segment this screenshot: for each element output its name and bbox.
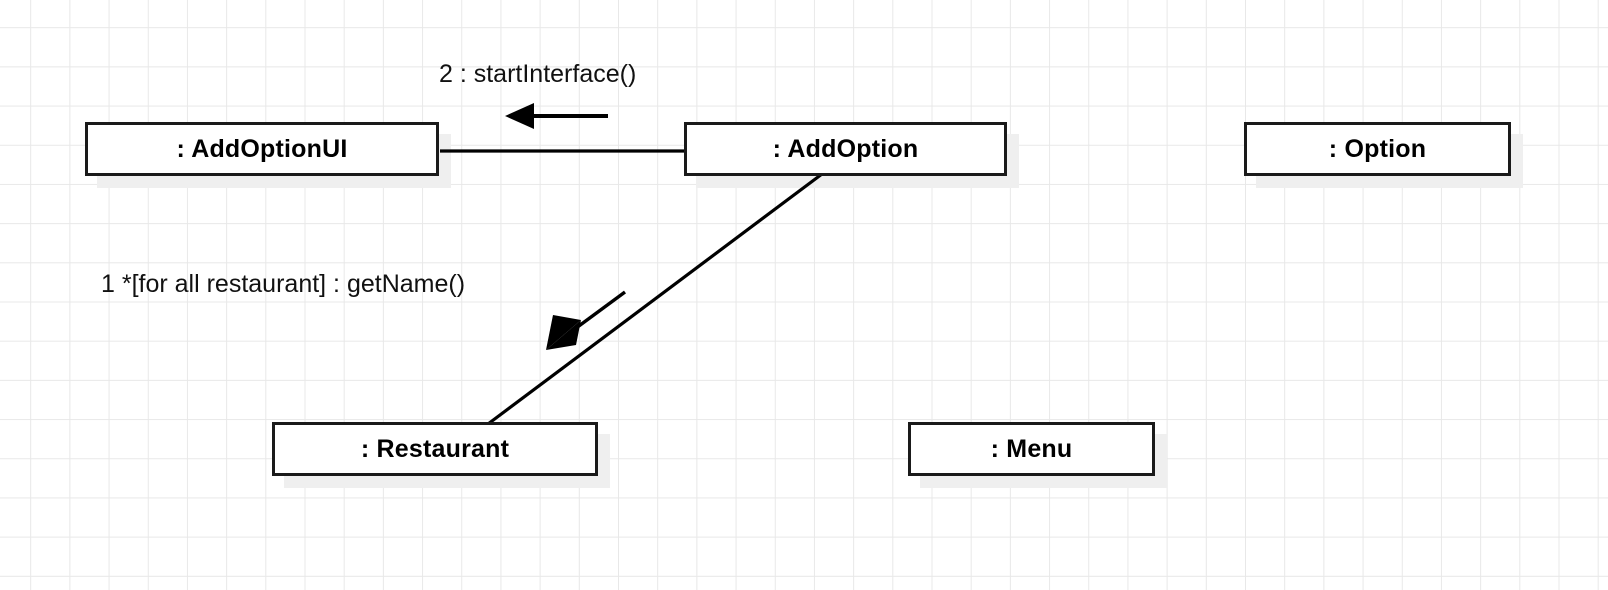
object-addoption[interactable]: : AddOption [684,122,1007,176]
message-label-2: 2 : startInterface() [439,60,637,88]
object-label-option: : Option [1328,134,1427,163]
message-arrow-1-head-fill [546,315,581,350]
object-menu[interactable]: : Menu [908,422,1155,476]
message-arrow-1-head [546,320,581,350]
object-label-restaurant: : Restaurant [360,434,510,463]
message-arrow-1 [546,290,627,350]
object-restaurant[interactable]: : Restaurant [272,422,598,476]
message-arrow-2-head [505,103,534,129]
object-label-addoptionui: : AddOptionUI [176,134,348,163]
message-label-1: 1 *[for all restaurant] : getName() [101,270,466,298]
message-arrow-1-shaft [566,290,627,336]
object-addoptionui[interactable]: : AddOptionUI [85,122,439,176]
message-arrow-2 [505,103,608,129]
object-label-addoption: : AddOption [772,134,919,163]
object-option[interactable]: : Option [1244,122,1511,176]
link-addoption-restaurant [487,172,823,426]
object-label-menu: : Menu [990,434,1073,463]
